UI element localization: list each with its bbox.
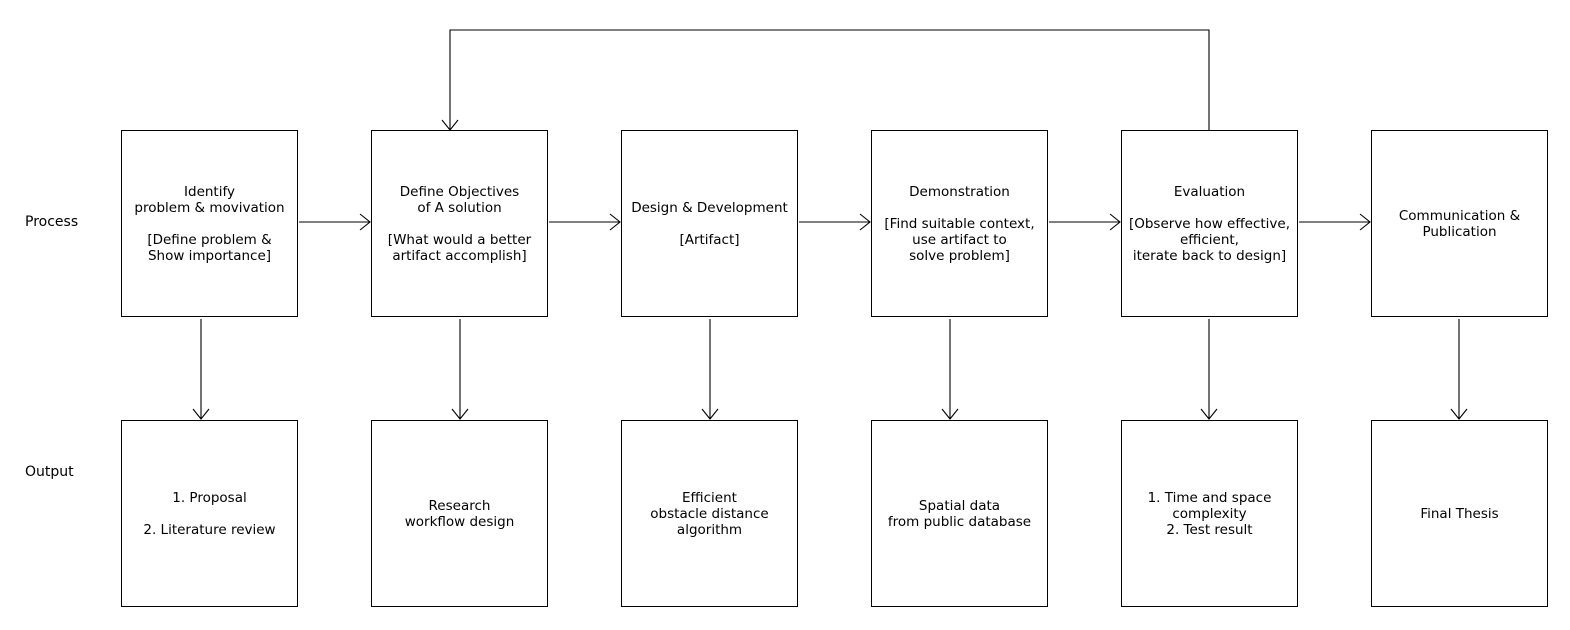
output-box-research-workflow: Research workflow design [371,420,548,607]
arrow-identify-to-objectives [299,213,371,231]
arrow-communication-to-output [1450,319,1468,420]
output-box-text: Research workflow design [404,497,515,530]
process-box-text: Define Objectives of A solution [What wo… [387,183,532,264]
output-box-text: Final Thesis [1420,505,1499,522]
output-box-proposal: 1. Proposal 2. Literature review [121,420,298,607]
arrow-evaluation-to-output [1200,319,1218,420]
process-box-design-development: Design & Development [Artifact] [621,130,798,317]
row-label-process: Process [25,214,79,230]
process-box-define-objectives: Define Objectives of A solution [What wo… [371,130,548,317]
output-box-final-thesis: Final Thesis [1371,420,1548,607]
process-box-communication: Communication & Publication [1371,130,1548,317]
process-box-text: Evaluation [Observe how effective, effic… [1128,183,1291,264]
output-box-text: 1. Time and space complexity 2. Test res… [1147,489,1272,538]
output-box-text: 1. Proposal 2. Literature review [143,489,276,538]
arrow-objectives-to-output [451,319,469,420]
arrow-evaluation-to-communication [1299,213,1371,231]
output-box-text: Efficient obstacle distance algorithm [650,489,769,538]
process-box-text: Demonstration [Find suitable context, us… [884,183,1035,264]
process-box-demonstration: Demonstration [Find suitable context, us… [871,130,1048,317]
arrow-feedback-evaluation-to-objectives [441,29,1210,131]
process-box-evaluation: Evaluation [Observe how effective, effic… [1121,130,1298,317]
process-box-text: Identify problem & movivation [Define pr… [134,183,285,264]
output-box-algorithm: Efficient obstacle distance algorithm [621,420,798,607]
output-box-text: Spatial data from public database [887,497,1032,530]
process-box-text: Communication & Publication [1398,207,1521,240]
arrow-objectives-to-design [549,213,621,231]
output-box-spatial-data: Spatial data from public database [871,420,1048,607]
arrow-identify-to-output [192,319,210,420]
row-label-output: Output [25,464,74,480]
arrow-demonstration-to-evaluation [1049,213,1121,231]
process-box-identify-problem: Identify problem & movivation [Define pr… [121,130,298,317]
output-box-complexity-results: 1. Time and space complexity 2. Test res… [1121,420,1298,607]
arrow-design-to-output [701,319,719,420]
arrow-design-to-demonstration [799,213,871,231]
arrow-demonstration-to-output [941,319,959,420]
process-box-text: Design & Development [Artifact] [631,199,788,248]
